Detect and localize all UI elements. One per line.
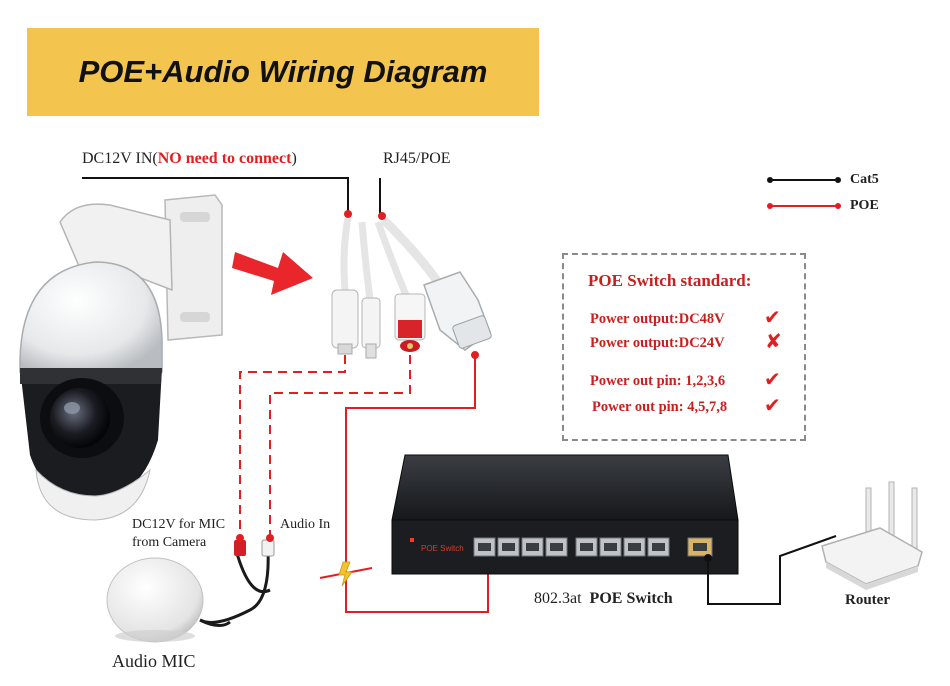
check-icon: ✔	[764, 393, 781, 417]
arrow-right-icon	[232, 252, 313, 295]
switch-panel-label: POE Switch	[421, 544, 464, 553]
cat5-black-line	[704, 535, 837, 605]
poe-switch-icon	[391, 454, 739, 575]
microphone-icon	[106, 534, 275, 643]
poe-standard-box: POE Switch standard: Power output:DC48V …	[562, 253, 806, 441]
lightning-icon	[319, 561, 373, 587]
dc12v-in-label: DC12V IN(NO need to connect)	[82, 150, 297, 167]
check-icon: ✔	[764, 305, 781, 329]
legend-poe-label: POE	[850, 198, 879, 213]
ptz-camera-icon	[19, 194, 223, 521]
standard-row: Power out pin: 1,2,3,6	[590, 373, 726, 389]
title-banner: POE+Audio Wiring Diagram	[27, 28, 539, 116]
mic-dashed-wires	[239, 355, 411, 548]
standard-title: POE Switch standard:	[588, 271, 752, 290]
router-icon	[821, 481, 923, 590]
mic-power-label-line2: from Camera	[132, 535, 207, 550]
switch-label: 802.3at POE Switch	[534, 590, 673, 607]
diagram-title: POE+Audio Wiring Diagram	[78, 54, 488, 89]
legend-cat5-label: Cat5	[850, 172, 879, 187]
rj45-poe-label: RJ45/POE	[383, 150, 451, 167]
check-icon: ✔	[764, 367, 781, 391]
connector-leader-lines	[82, 177, 386, 220]
cross-icon: ✘	[765, 329, 782, 353]
standard-row: Power output:DC24V	[590, 335, 725, 351]
standard-row: Power out pin: 4,5,7,8	[592, 399, 728, 415]
legend-lines	[767, 177, 841, 209]
mic-power-label-line1: DC12V for MIC	[132, 517, 226, 532]
audio-in-label: Audio In	[280, 517, 331, 532]
router-label: Router	[845, 592, 890, 608]
audio-mic-label: Audio MIC	[112, 651, 196, 671]
cable-connectors-icon	[331, 216, 492, 359]
standard-row: Power output:DC48V	[590, 311, 725, 327]
